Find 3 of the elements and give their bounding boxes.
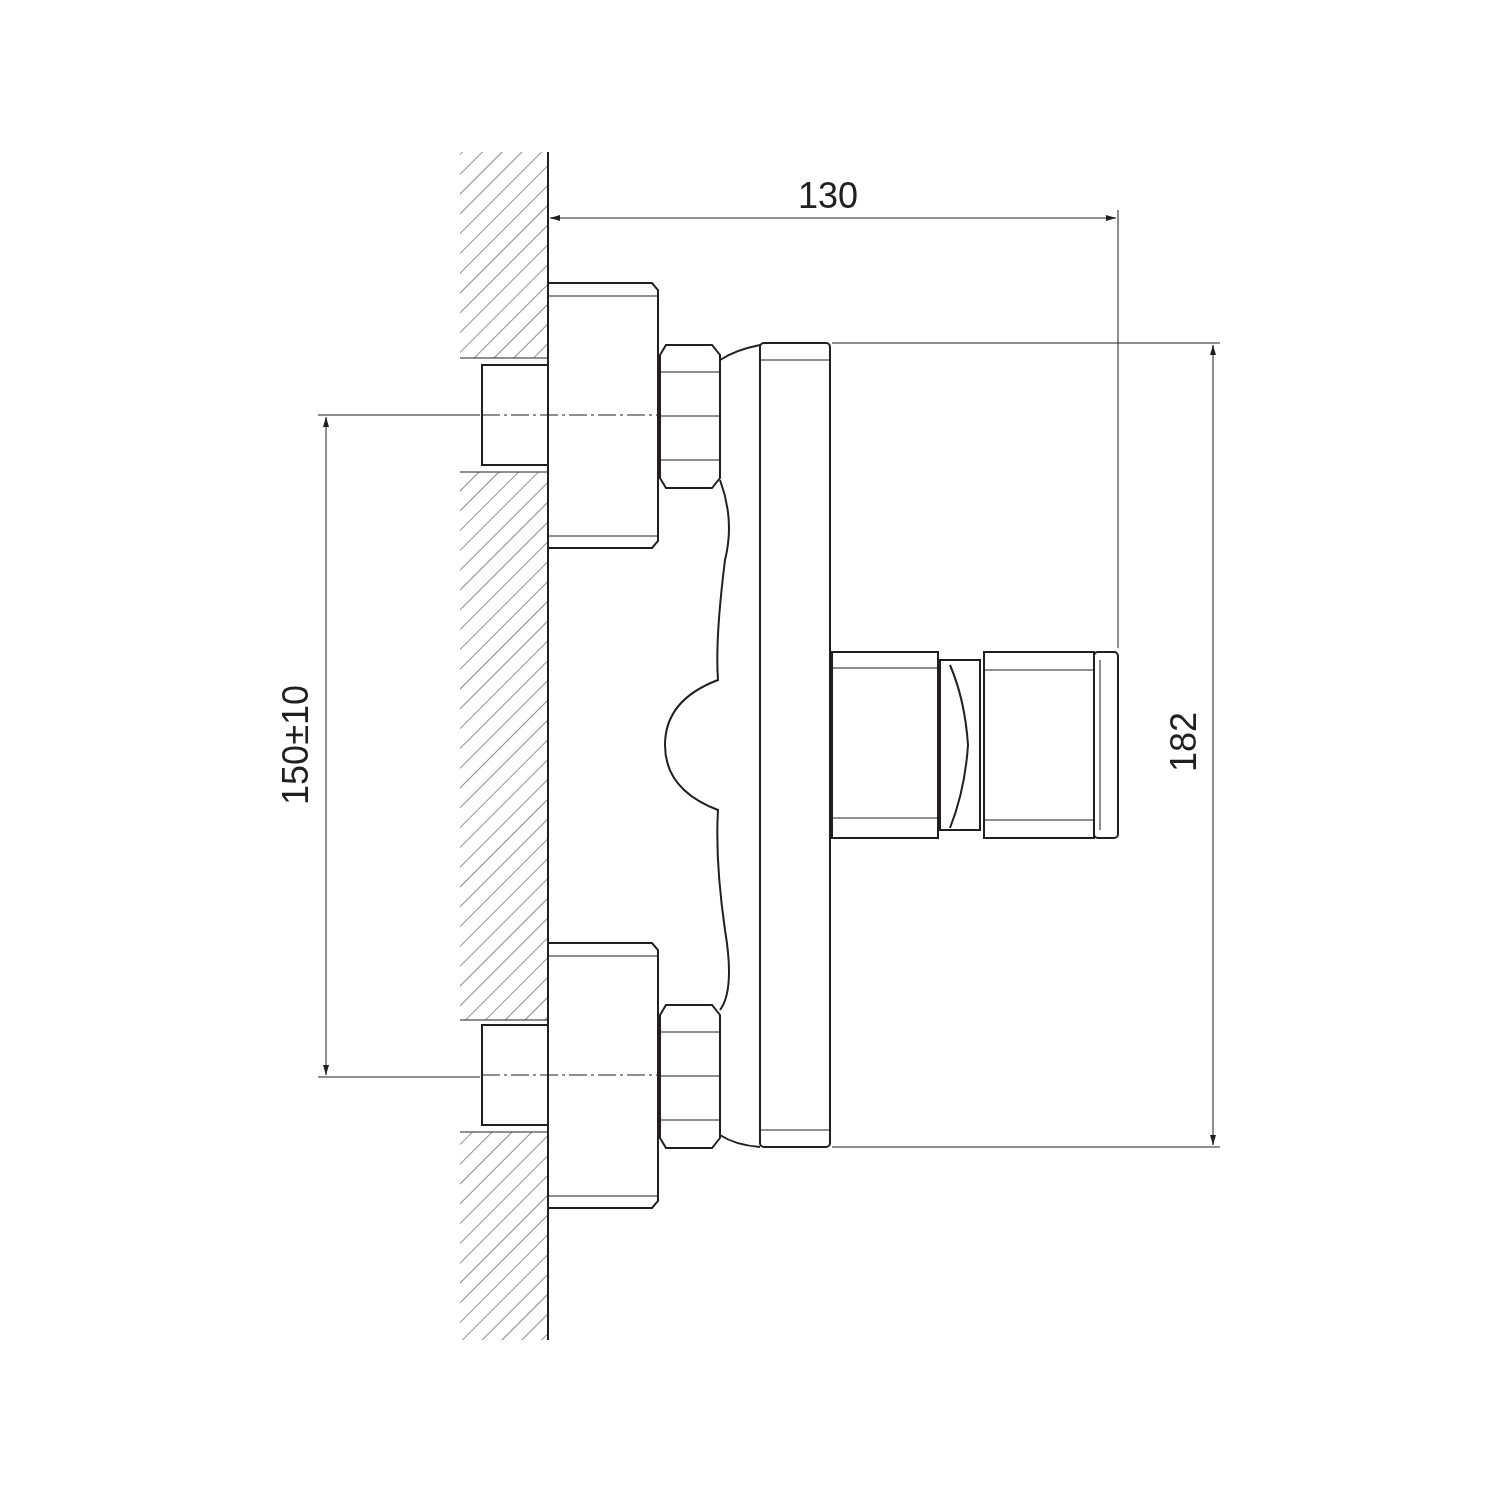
dimension-label: 130: [797, 178, 859, 214]
dimension-label: 150±10: [278, 685, 314, 805]
dimension-label: 182: [1166, 711, 1202, 773]
